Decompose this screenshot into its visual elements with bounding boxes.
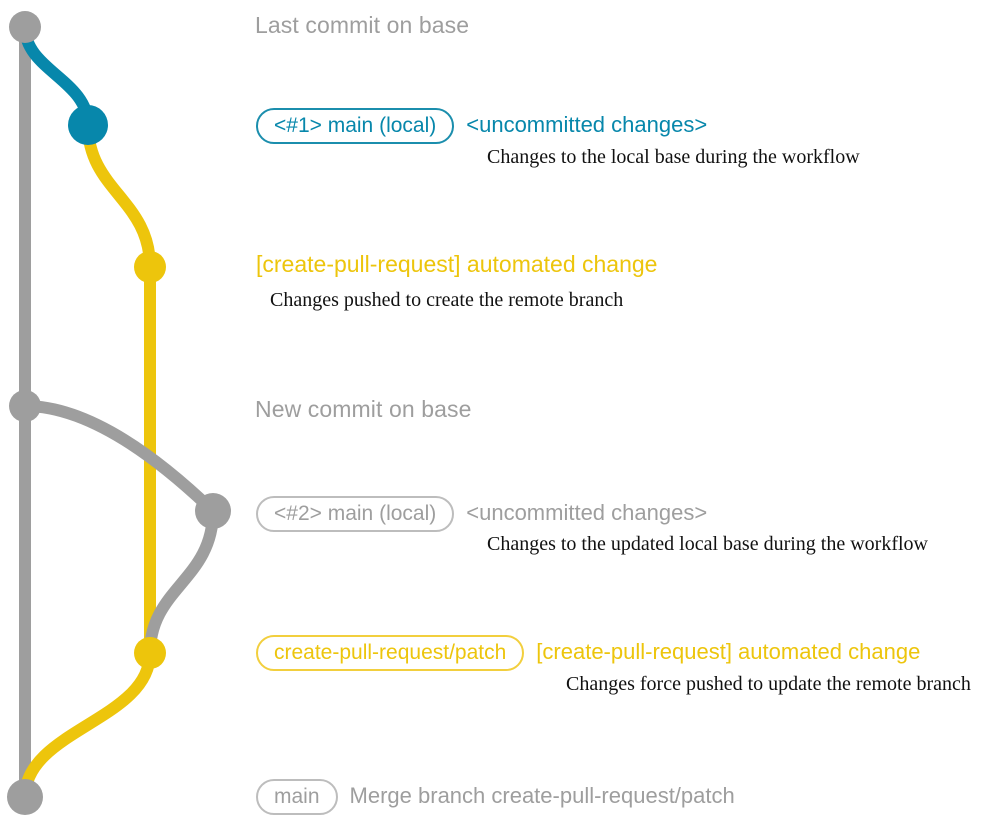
commit-row-merge: main Merge branch create-pull-request/pa… bbox=[256, 779, 735, 815]
graph-edge-basenew-to-local2 bbox=[19, 400, 219, 517]
commit-subject-local-2: <uncommitted changes> bbox=[466, 500, 708, 525]
commit-subject-remote-2: [create-pull-request] automated change bbox=[536, 639, 921, 664]
commit-description-remote-1: Changes pushed to create the remote bran… bbox=[270, 289, 624, 311]
commit-subject-remote-1: [create-pull-request] automated change bbox=[256, 251, 658, 277]
commit-description-local-2: Changes to the updated local base during… bbox=[487, 533, 928, 555]
commit-node-base-merge[interactable] bbox=[7, 779, 43, 815]
commit-node-local-2[interactable] bbox=[195, 493, 231, 529]
commit-row-local-2: <#2> main (local) <uncommitted changes> bbox=[256, 496, 707, 532]
commit-row-local-1: <#1> main (local) <uncommitted changes> bbox=[256, 108, 707, 144]
commit-node-base-new[interactable] bbox=[9, 390, 41, 422]
commit-node-local-1[interactable] bbox=[68, 105, 108, 145]
ref-badge-main-local-1[interactable]: <#1> main (local) bbox=[256, 108, 455, 144]
graph-edge-local1-to-remote1 bbox=[82, 119, 156, 273]
commit-heading: Last commit on base bbox=[255, 12, 470, 38]
commit-description-local-1: Changes to the local base during the wor… bbox=[487, 146, 860, 168]
commit-node-remote-2[interactable] bbox=[134, 637, 166, 669]
commit-row-new-commit-on-base: New commit on base bbox=[255, 396, 472, 423]
commit-row-remote-2: create-pull-request/patch [create-pull-r… bbox=[256, 635, 920, 671]
ref-badge-main-local-2[interactable]: <#2> main (local) bbox=[256, 496, 455, 532]
graph-edge-local2-to-remote2 bbox=[144, 505, 219, 659]
graph-edge-remote2-to-merge bbox=[19, 647, 156, 803]
commit-heading: New commit on base bbox=[255, 396, 472, 422]
commit-row-last-commit-on-base: Last commit on base bbox=[255, 12, 469, 39]
ref-badge-create-pull-request-patch[interactable]: create-pull-request/patch bbox=[256, 635, 525, 671]
commit-node-remote-1[interactable] bbox=[134, 251, 166, 283]
commit-subject-merge: Merge branch create-pull-request/patch bbox=[349, 783, 735, 808]
commit-subject-local-1: <uncommitted changes> bbox=[466, 112, 708, 137]
commit-description-remote-2: Changes force pushed to update the remot… bbox=[566, 673, 971, 695]
ref-badge-main[interactable]: main bbox=[256, 779, 338, 815]
commit-row-remote-1: [create-pull-request] automated change bbox=[256, 251, 657, 278]
commit-node-base-last[interactable] bbox=[9, 11, 41, 43]
